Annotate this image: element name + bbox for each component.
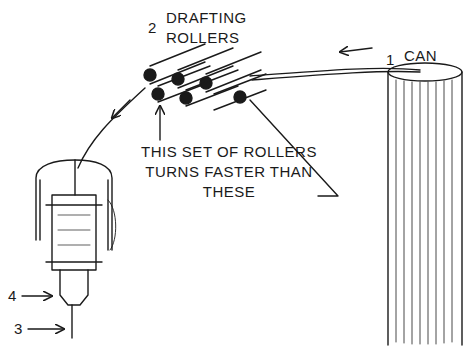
- callout-arrow: [22, 295, 52, 296]
- callout-number: 1: [386, 50, 402, 70]
- sliver: [252, 71, 420, 80]
- part-label: DRAFTING ROLLERS: [166, 8, 258, 48]
- yarn: [78, 88, 145, 168]
- drafting-rollers: [144, 44, 266, 110]
- leader-line: [159, 106, 160, 140]
- flow-arrow: [340, 48, 372, 52]
- flyer-bobbin: [36, 160, 116, 338]
- note-text: THIS SET OF ROLLERS TURNS FASTER THAN TH…: [140, 142, 318, 202]
- can: [388, 63, 462, 345]
- flow-arrow: [112, 100, 130, 118]
- callout-number: 4: [8, 286, 24, 306]
- part-label: CAN: [404, 46, 464, 66]
- callout-arrow: [28, 328, 64, 329]
- callout-number: 2: [148, 18, 168, 38]
- callout-number: 3: [14, 319, 30, 339]
